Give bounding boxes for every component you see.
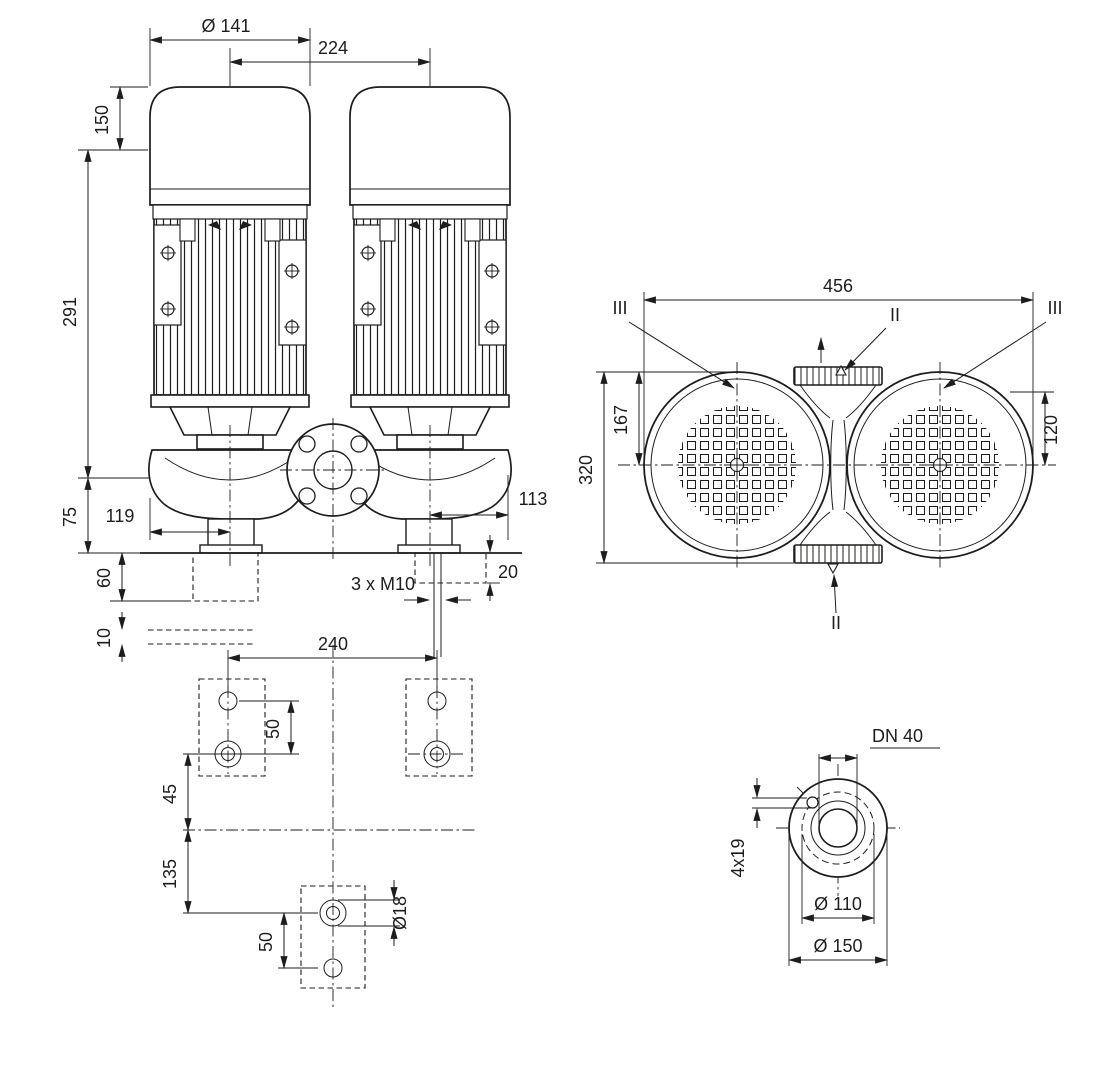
dim-label-320: 320	[576, 455, 596, 485]
dim-label-224: 224	[318, 38, 348, 58]
bore-circle	[818, 808, 858, 848]
motor-left	[150, 87, 310, 449]
dim-label-291: 291	[60, 297, 80, 327]
dim-hole-pitch-bottom: 50	[256, 911, 318, 970]
foot-outline-top-left	[198, 678, 266, 777]
front-view: Ø 141 224 150 291 75 119	[60, 16, 547, 662]
dim-bolt-holes: 4x19	[728, 778, 815, 878]
section-mark-bottom: II	[831, 573, 841, 633]
dim-label-20: 20	[498, 562, 518, 582]
dim-cap-height: 150	[78, 85, 148, 152]
dim-right-offset: 120	[1010, 390, 1061, 467]
drain-symbol-bottom	[827, 563, 839, 575]
volute-left	[148, 449, 308, 554]
dim-plate-thickness: 10	[94, 612, 126, 662]
note-tapped-holes: 3 x M10	[351, 574, 471, 604]
casing-waist-right	[843, 419, 847, 511]
dim-label-119: 119	[106, 506, 135, 526]
dim-label-DN40: DN 40	[872, 726, 923, 746]
dim-motor-diameter: Ø 141	[148, 16, 312, 86]
dim-label-45: 45	[160, 784, 180, 804]
stud-lines	[433, 553, 442, 657]
pilot-hole-bottom	[323, 958, 343, 978]
dim-nominal-bore: DN 40	[817, 726, 940, 824]
top-view: 456 III III II II 167 320	[576, 276, 1063, 633]
dim-label-75: 75	[60, 507, 80, 527]
dim-label-240: 240	[318, 634, 348, 654]
dim-bolt-circle: Ø 110	[800, 834, 876, 924]
discharge-flange	[793, 366, 883, 386]
dim-label-50-bottom: 50	[256, 932, 276, 952]
section-label-III-right: III	[1047, 298, 1062, 318]
dim-flange-to-center: 167	[596, 370, 730, 467]
dim-motor-height: 291	[60, 148, 150, 480]
note-label-3xM10: 3 x M10	[351, 574, 415, 594]
dim-label-4x19: 4x19	[728, 838, 748, 877]
dim-label-60: 60	[94, 568, 114, 588]
dim-label-456: 456	[823, 276, 853, 296]
vent-symbol-top	[835, 364, 847, 376]
foundation-pad-left	[192, 552, 259, 602]
dim-outer-diameter: Ø 150	[787, 834, 889, 966]
dim-overall-depth: 320	[576, 370, 794, 565]
dim-left-overhang: 119	[106, 498, 232, 540]
dim-pump-pitch: 224	[228, 38, 432, 86]
motor-right	[350, 87, 510, 449]
casing-waist-left	[830, 419, 834, 511]
bolt-hole-bottom	[319, 899, 347, 927]
dim-hole-pitch-top: 50	[239, 699, 299, 756]
dim-hole-diameter: Ø18	[338, 880, 410, 946]
foundation-pad-right	[414, 552, 487, 584]
section-label-II-top: II	[890, 305, 900, 325]
section-mark-top: II	[844, 305, 900, 371]
dim-label-dia18: Ø18	[390, 896, 410, 930]
bolt-hole-top-right-inner	[430, 747, 444, 761]
section-label-II-bottom: II	[831, 613, 841, 633]
dim-label-dia110: Ø 110	[814, 894, 862, 914]
bolt-hole-bottom-inner	[326, 906, 340, 920]
dim-label-120: 120	[1041, 415, 1061, 445]
foot-outline-bottom	[300, 885, 366, 989]
dim-foundation-height: 60	[94, 551, 191, 603]
flange-outer-circle	[788, 778, 888, 878]
dim-label-50-top: 50	[263, 719, 283, 739]
section-mark-right: III	[943, 298, 1063, 389]
section-label-III-left: III	[612, 298, 627, 318]
base-plate-view: 240 50 45 135 50 Ø18	[160, 634, 478, 1008]
dim-pad-thickness: 20	[486, 535, 518, 601]
dim-offset-45: 45	[160, 752, 192, 832]
dim-label-167: 167	[611, 405, 631, 435]
dim-label-135: 135	[160, 859, 180, 889]
section-mark-left: III	[612, 298, 735, 389]
dim-overall-width: 456	[642, 276, 1035, 455]
foot-outline-top-right	[405, 678, 473, 777]
bolt-circle	[801, 791, 875, 865]
dim-port-height: 75	[60, 476, 140, 555]
bolt-hole-top-right	[423, 740, 451, 768]
hub-circle	[810, 800, 866, 856]
dim-right-overhang: 113	[428, 475, 548, 540]
bolt-hole-top-left-inner	[221, 747, 235, 761]
flange-bolt-hole	[806, 796, 819, 809]
dim-offset-135: 135	[160, 828, 318, 915]
casing-connectors	[799, 384, 877, 546]
dim-label-113: 113	[519, 489, 548, 509]
suction-flange	[793, 544, 883, 564]
central-discharge-flange	[280, 418, 386, 560]
dim-label-10: 10	[94, 628, 114, 648]
dim-label-dia141: Ø 141	[201, 16, 250, 36]
dim-label-dia150: Ø 150	[813, 936, 862, 956]
flange-view: DN 40 4x19 Ø 110 Ø 150	[728, 726, 940, 966]
dim-label-150: 150	[92, 105, 112, 135]
bolt-hole-top-left	[214, 740, 242, 768]
dim-bolt-pitch-x: 240	[226, 634, 439, 692]
